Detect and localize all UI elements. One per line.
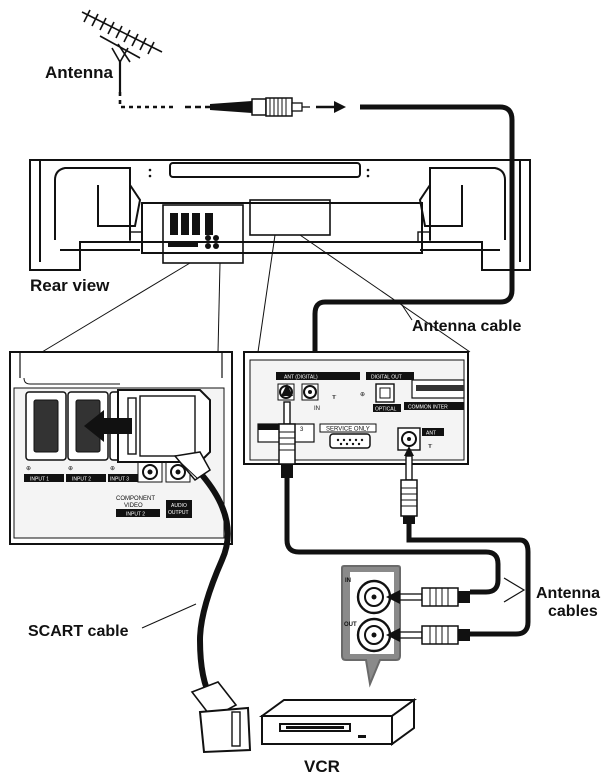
vcr-out-label: OUT <box>344 622 357 628</box>
ant-analog-ground-icon: ╥ <box>427 442 433 448</box>
service-port: SERVICE ONLY <box>319 423 377 449</box>
ant-ground-icon: ╥ <box>331 393 337 399</box>
scart-cable-label: SCART cable <box>28 623 129 640</box>
component-input-label: INPUT 2 <box>126 512 145 518</box>
rear-view-label: Rear view <box>30 276 110 295</box>
vcr-coax-plug-in-icon <box>386 587 470 607</box>
input1-label: INPUT 1 <box>30 477 49 483</box>
input1-icon: ⊕ <box>26 466 31 472</box>
antenna-cable-label: Antenna cable <box>412 318 521 335</box>
ant-in-label: IN <box>314 406 320 412</box>
optical-label: OPTICAL <box>375 407 397 413</box>
antenna-cable <box>312 104 515 372</box>
scart-plug-icon <box>117 389 211 481</box>
tv-terminal-block <box>168 213 219 249</box>
vcr-coax-plug-out-icon <box>386 625 470 645</box>
component-line1: COMPONENT <box>116 496 155 502</box>
component-jacks <box>137 461 191 483</box>
audio-line1: AUDIO <box>171 503 187 509</box>
vcr-in-label: IN <box>345 578 351 584</box>
common-interface-label: COMMON INTER <box>408 405 448 411</box>
scart-cable-leader <box>141 603 197 629</box>
ant-header-label: ANT (DIGITAL) <box>284 375 318 381</box>
callout-lines <box>41 234 471 353</box>
digital-out-block: DIGITAL OUT OPTICAL ⊕ <box>360 372 414 413</box>
coax-plug-right-icon <box>400 446 418 524</box>
scart-socket-1 <box>25 391 67 461</box>
antenna-label: Antenna <box>45 63 114 82</box>
antenna-cable-leader <box>401 304 413 321</box>
antenna-cables-label-line2: cables <box>548 603 598 620</box>
digital-out-label: DIGITAL OUT <box>371 375 402 381</box>
input2-icon: ⊕ <box>68 466 73 472</box>
component-video-label: COMPONENT VIDEO INPUT 2 <box>116 496 160 518</box>
vcr-jack-callout: IN OUT <box>341 565 401 688</box>
scart-cable <box>196 473 231 702</box>
antenna-cable-out-path <box>406 524 531 637</box>
audio-line2: OUTPUT <box>168 510 189 516</box>
tv-vent-dots <box>148 168 370 178</box>
arrow-left-icon <box>84 410 132 442</box>
input3-short-label: 3 <box>300 427 304 433</box>
input2-label: INPUT 2 <box>72 477 91 483</box>
antenna-cables-brace <box>503 577 526 603</box>
ant-label: ANT <box>426 431 436 437</box>
ant-analog-block: ANT ╥ <box>397 427 444 451</box>
service-only-label: SERVICE ONLY <box>326 427 370 433</box>
coax-plug-icon <box>210 97 346 117</box>
vcr-icon <box>258 698 418 746</box>
input3-icon: ⊕ <box>110 466 115 472</box>
coax-plug-left-icon <box>278 384 296 478</box>
audio-output-label: AUDIO OUTPUT <box>166 500 192 518</box>
tv-rear-view <box>29 159 531 271</box>
input-label-strip: INPUT 1 INPUT 2 INPUT 3 ⊕ ⊕ ⊕ <box>24 466 138 483</box>
digital-out-icon: ⊕ <box>360 392 365 398</box>
antenna-cable-out <box>409 524 498 546</box>
antenna-icon <box>81 9 163 92</box>
vcr-label: VCR <box>304 757 340 776</box>
scart-plug-vcr-icon <box>190 681 252 754</box>
antenna-cables-label-line1: Antenna <box>536 585 600 602</box>
common-interface-slot: COMMON INTER <box>404 379 465 411</box>
antenna-cable-in <box>284 478 501 595</box>
input3-label: INPUT 3 <box>110 477 129 483</box>
component-line2: VIDEO <box>124 503 143 509</box>
